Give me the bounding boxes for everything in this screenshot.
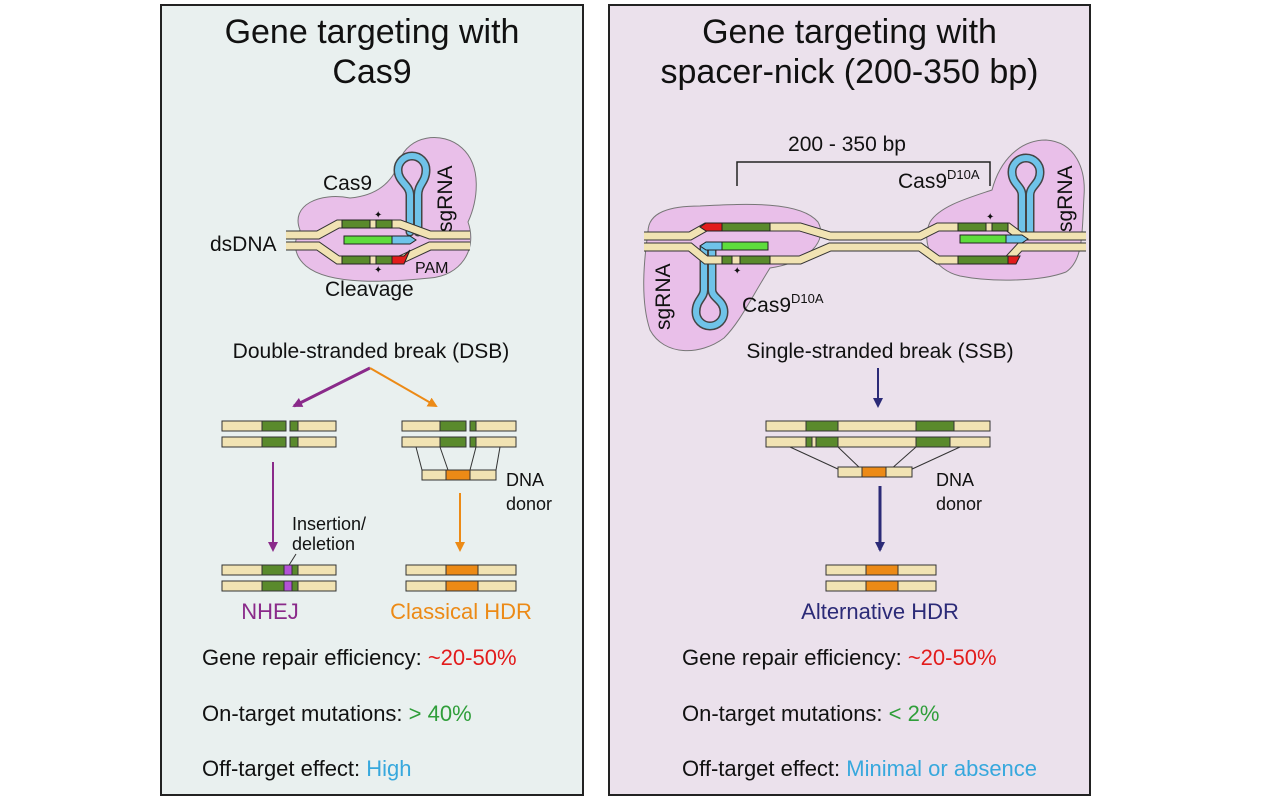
nhej-result-dna xyxy=(221,564,337,592)
distance-bracket xyxy=(736,161,991,186)
right-offtarget-value: Minimal or absence xyxy=(846,756,1038,781)
left-donor-label-1: DNA xyxy=(506,470,544,490)
cas9-panel xyxy=(160,4,584,796)
svg-text:✦: ✦ xyxy=(733,266,741,277)
right-efficiency-value: ~20-50% xyxy=(907,645,997,670)
left-efficiency-label: Gene repair efficiency: xyxy=(202,645,428,670)
right-cas9-label-sup: D10A xyxy=(947,167,980,182)
right-efficiency: Gene repair efficiency: ~20-50% xyxy=(682,645,997,671)
left-cas9-blob xyxy=(643,203,822,351)
right-efficiency-label: Gene repair efficiency: xyxy=(682,645,908,670)
hdr-result-dna xyxy=(405,564,517,592)
sgrna-label: sgRNA xyxy=(434,165,457,232)
left-cas9-label-prefix: Cas9 xyxy=(742,294,791,317)
left-offtarget-label: Off-target effect: xyxy=(202,756,367,781)
svg-text:✦: ✦ xyxy=(374,265,382,276)
ssb-label: Single-stranded break (SSB) xyxy=(746,340,1013,363)
pam-label: PAM xyxy=(415,260,448,277)
right-ontarget: On-target mutations: < 2% xyxy=(682,701,939,727)
dsdna-label: dsDNA xyxy=(210,233,277,256)
nhej-broken-dna xyxy=(221,420,337,448)
indel-label-1: Insertion/ xyxy=(292,514,366,534)
left-title-line-2: Cas9 xyxy=(332,53,412,91)
dsb-label: Double-stranded break (DSB) xyxy=(233,340,510,363)
right-cas9-label: Cas9D10A xyxy=(898,167,980,193)
left-ontarget-value: > 40% xyxy=(408,701,472,726)
cas9-complex: ✦ ✦ Cas9 sgRNA dsDNA PAM Cleavage xyxy=(210,137,477,301)
sgrna-hairpin xyxy=(393,151,431,237)
left-offtarget-value: High xyxy=(366,756,412,781)
left-title: Gene targeting with Cas9 xyxy=(160,12,584,92)
right-offtarget-label: Off-target effect: xyxy=(682,756,847,781)
left-sgrna-label: sgRNA xyxy=(652,263,675,330)
spacer-dsdna: ✦ ✦ xyxy=(644,212,1086,277)
left-cas9-label: Cas9D10A xyxy=(742,291,824,317)
cleavage-label: Cleavage xyxy=(325,278,414,301)
right-sgrna-label: sgRNA xyxy=(1054,165,1077,232)
distance-label: 200 - 350 bp xyxy=(788,133,906,156)
right-title: Gene targeting with spacer-nick (200-350… xyxy=(608,12,1091,92)
classical-hdr-label: Classical HDR xyxy=(390,599,532,624)
right-cas9-label-prefix: Cas9 xyxy=(898,170,947,193)
right-ontarget-value: < 2% xyxy=(888,701,940,726)
spacer-nick-panel xyxy=(608,4,1091,796)
right-title-line-2: spacer-nick (200-350 bp) xyxy=(660,53,1039,91)
nhej-branch-arrow xyxy=(292,366,371,408)
right-donor-label-1: DNA xyxy=(936,470,974,490)
hdr-branch-arrow xyxy=(369,367,438,407)
left-ontarget-label: On-target mutations: xyxy=(202,701,409,726)
nhej-label: NHEJ xyxy=(241,599,298,624)
right-donor-label-2: donor xyxy=(936,494,982,514)
left-ontarget: On-target mutations: > 40% xyxy=(202,701,472,727)
left-cas9-label-sup: D10A xyxy=(791,291,824,306)
left-donor-label-2: donor xyxy=(506,494,552,514)
svg-text:✦: ✦ xyxy=(374,210,382,221)
left-efficiency: Gene repair efficiency: ~20-50% xyxy=(202,645,517,671)
left-sgrna-hairpin xyxy=(691,243,729,331)
left-title-line-1: Gene targeting with xyxy=(224,13,520,51)
right-ontarget-label: On-target mutations: xyxy=(682,701,889,726)
hdr-broken-dna xyxy=(401,420,517,481)
indel-label-2: deletion xyxy=(292,534,355,554)
dsdna-strands: ✦ ✦ xyxy=(286,210,470,276)
svg-text:✦: ✦ xyxy=(986,212,994,223)
right-offtarget: Off-target effect: Minimal or absence xyxy=(682,756,1037,782)
ssb-nicked-dna xyxy=(765,420,991,478)
right-sgrna-hairpin xyxy=(1007,153,1045,239)
left-efficiency-value: ~20-50% xyxy=(427,645,517,670)
alternative-hdr-label: Alternative HDR xyxy=(801,599,959,624)
alt-hdr-result-dna xyxy=(825,564,937,592)
left-offtarget: Off-target effect: High xyxy=(202,756,412,782)
right-title-line-1: Gene targeting with xyxy=(702,13,997,51)
cas9-label: Cas9 xyxy=(323,172,372,195)
